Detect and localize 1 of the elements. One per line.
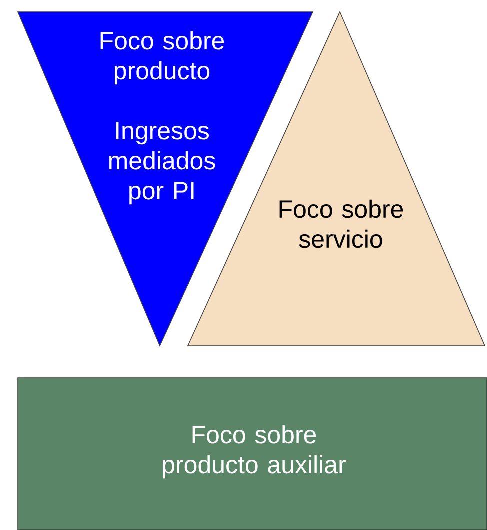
rectangle-band: Foco sobre producto auxiliar: [18, 378, 487, 530]
